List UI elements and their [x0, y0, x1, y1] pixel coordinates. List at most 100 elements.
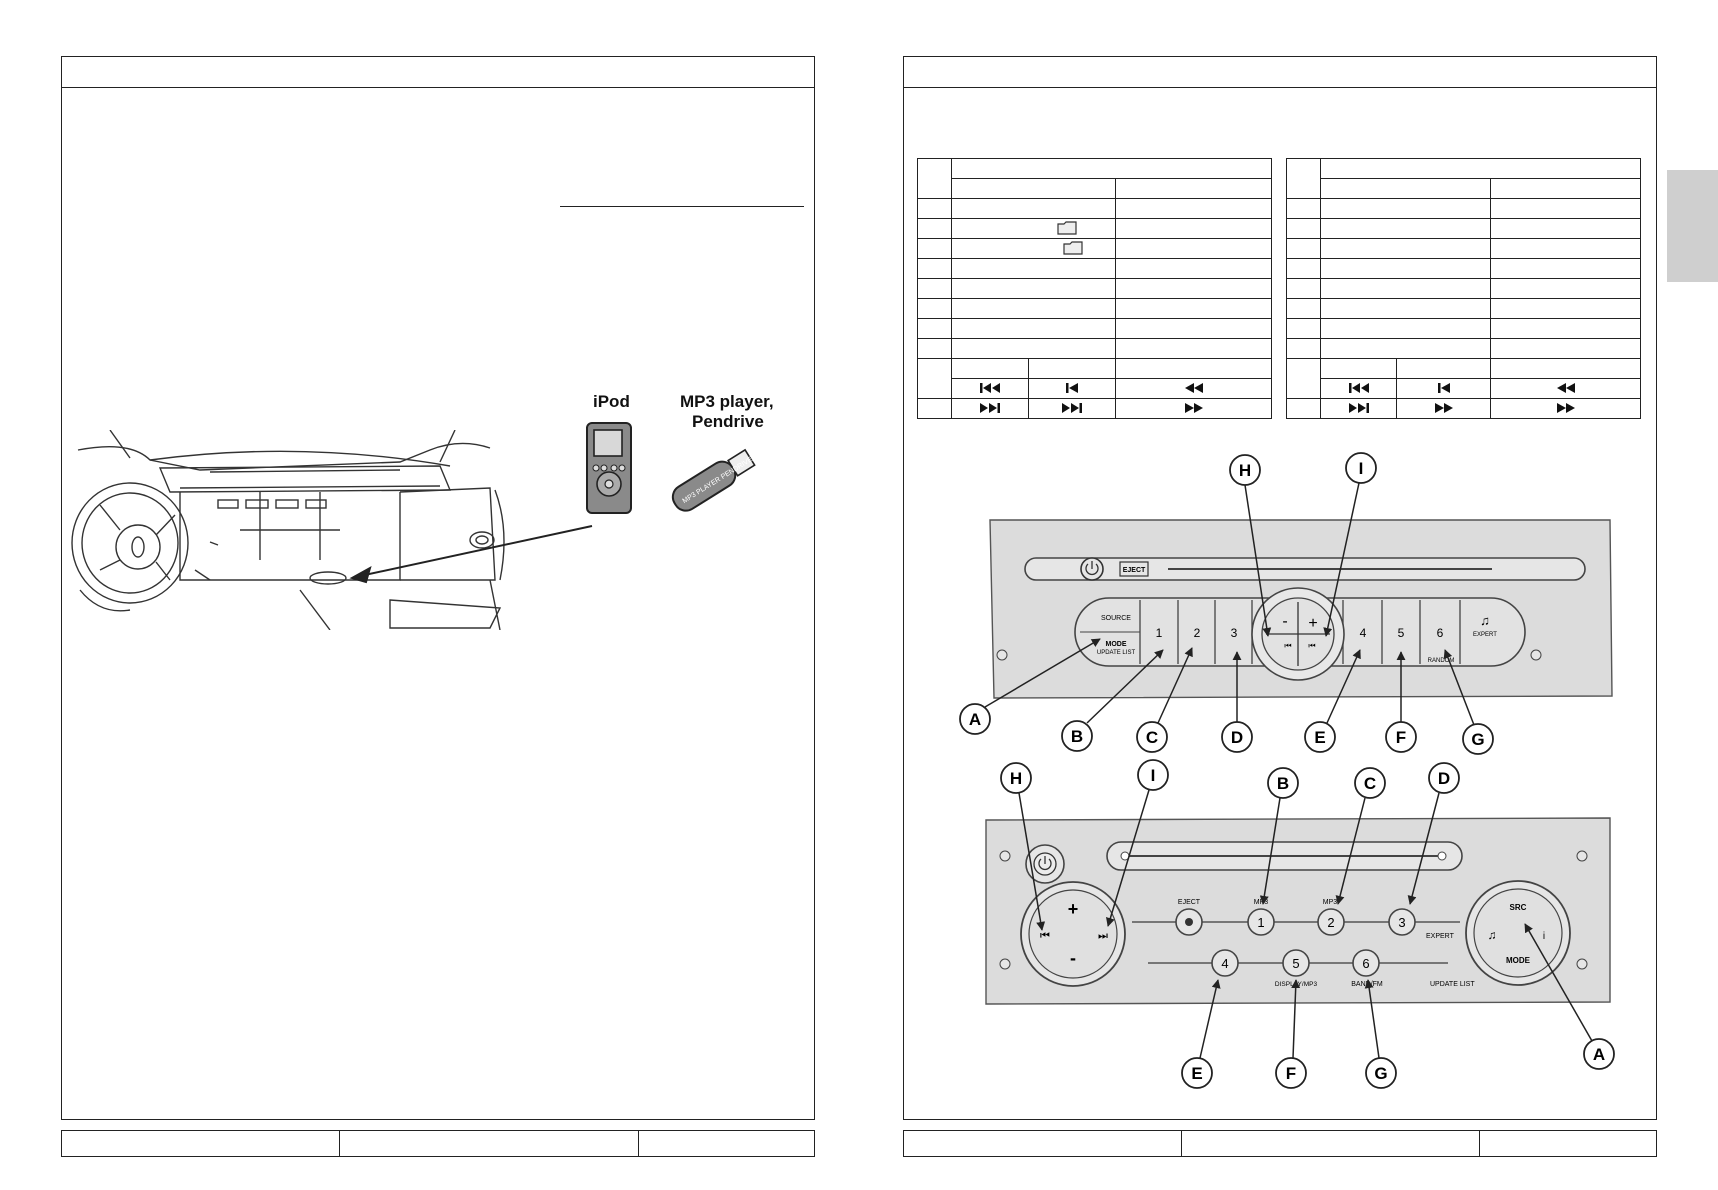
callout-h: H	[1239, 461, 1251, 480]
mp3-label-1: MP3	[1254, 899, 1269, 906]
src-label: SRC	[1510, 903, 1527, 912]
callout-f: F	[1396, 728, 1406, 747]
usb-stick-illustration: MP3 PLAYER PENDRIVE	[671, 448, 756, 512]
preset-button-1[interactable]: 1	[1257, 915, 1264, 930]
callout-a: A	[969, 710, 981, 729]
update-list-label: UPDATE LIST	[1430, 981, 1475, 988]
volume-minus-label: -	[1070, 948, 1076, 968]
callout-i: I	[1359, 459, 1364, 478]
fast-forward-icon	[1556, 403, 1575, 414]
callout-g: G	[1471, 730, 1484, 749]
table-row	[1286, 238, 1642, 259]
volume-minus-label: -	[1282, 613, 1287, 630]
volume-plus-label: +	[1068, 899, 1079, 919]
left-footer-divider-2	[638, 1130, 639, 1157]
table-row	[1287, 378, 1642, 399]
callout-d: D	[1438, 769, 1450, 788]
table-header-key	[917, 158, 952, 199]
skip-forward-icon	[980, 403, 1000, 414]
folder-icon	[1063, 241, 1083, 255]
music-note-icon: ♫	[1480, 613, 1490, 628]
mode-label: MODE	[1506, 956, 1531, 965]
table-row	[917, 238, 1273, 259]
preset-button-6[interactable]: 6	[1362, 956, 1369, 971]
callout-h: H	[1010, 769, 1022, 788]
previous-track-icon: ⏮	[1040, 930, 1050, 942]
preset-button-3[interactable]: 3	[1231, 626, 1238, 640]
expert-label: EXPERT	[1426, 933, 1455, 940]
chapter-tab-marker	[1667, 170, 1718, 282]
mp3-player-label-line1: MP3 player,	[680, 392, 774, 411]
left-page-header-rule	[61, 87, 815, 88]
ipod-illustration	[586, 422, 632, 514]
next-track-icon: ⏮	[1308, 641, 1315, 650]
table-header-title	[1319, 158, 1642, 179]
preset-button-2[interactable]: 2	[1327, 915, 1334, 930]
right-footer-divider-2	[1479, 1130, 1480, 1157]
table-row	[1286, 198, 1642, 219]
table-row	[1286, 338, 1642, 359]
preset-button-4[interactable]: 4	[1221, 956, 1228, 971]
radio-panel-top: EJECT SOURCE MODE UPDATE LIST 1 2 3 4 5 …	[959, 452, 1613, 755]
ipod-label: iPod	[593, 392, 630, 411]
skip-back-icon	[1348, 383, 1369, 394]
preset-button-5[interactable]: 5	[1398, 626, 1405, 640]
table-row	[1286, 278, 1642, 299]
table-row	[1286, 318, 1642, 339]
mp3-label-2: MP3	[1323, 899, 1338, 906]
preset-button-4[interactable]: 4	[1360, 626, 1367, 640]
callout-c: C	[1146, 728, 1158, 747]
fast-forward-icon	[1184, 403, 1203, 414]
callout-f: F	[1286, 1064, 1296, 1083]
right-footer-divider-1	[1181, 1130, 1182, 1157]
table-header-col1	[1320, 178, 1491, 199]
eject-button[interactable]	[1119, 561, 1149, 577]
skip-forward-icon	[1062, 403, 1082, 414]
table-row	[918, 378, 1273, 399]
radio-panel-bottom: + - ⏮ ⏭ EJECT 1 2 3 MP3 MP3 EXPERT 4 5 6…	[985, 759, 1615, 1089]
callout-b: B	[1277, 774, 1289, 793]
eject-label: EJECT	[1178, 899, 1201, 906]
callout-i: I	[1151, 766, 1156, 785]
table-row	[917, 278, 1273, 299]
table-row	[1286, 258, 1642, 279]
preset-button-2[interactable]: 2	[1194, 626, 1201, 640]
table-row	[917, 258, 1273, 279]
callout-c: C	[1364, 774, 1376, 793]
function-table-left	[917, 158, 1273, 419]
function-table-right	[1286, 158, 1642, 419]
left-footer-divider-1	[339, 1130, 340, 1157]
callout-g: G	[1374, 1064, 1387, 1083]
random-label: RANDOM	[1428, 658, 1455, 664]
volume-plus-label: +	[1308, 615, 1317, 632]
mp3-player-label-line2: Pendrive	[692, 412, 764, 431]
preset-button-1[interactable]: 1	[1156, 626, 1163, 640]
band-fm-label: BAND/FM	[1351, 981, 1383, 988]
preset-button-6[interactable]: 6	[1437, 626, 1444, 640]
rewind-icon	[1184, 383, 1203, 394]
next-track-icon: ⏭	[1098, 930, 1108, 942]
source-label: SOURCE	[1101, 615, 1131, 622]
previous-track-icon: ⏮	[1284, 641, 1291, 650]
callout-d: D	[1231, 728, 1243, 747]
table-row	[917, 358, 1273, 399]
skip-back-icon	[980, 383, 1000, 394]
table-row	[917, 218, 1273, 239]
table-row	[1286, 298, 1642, 319]
left-page-footer	[61, 1130, 815, 1157]
table-header-col2	[1489, 178, 1642, 199]
right-page-header-rule	[903, 87, 1657, 88]
callout-e: E	[1191, 1064, 1202, 1083]
previous-track-icon	[1066, 383, 1078, 394]
table-row	[917, 338, 1273, 359]
skip-forward-icon	[1348, 403, 1369, 414]
right-page-frame	[903, 56, 1657, 1120]
table-row	[917, 198, 1273, 219]
preset-button-3[interactable]: 3	[1398, 915, 1405, 930]
table-row	[917, 298, 1273, 319]
table-row	[917, 398, 1273, 419]
table-header-key	[1286, 158, 1321, 199]
update-list-label: UPDATE LIST	[1097, 650, 1136, 656]
right-page-footer	[903, 1130, 1657, 1157]
preset-button-5[interactable]: 5	[1292, 956, 1299, 971]
